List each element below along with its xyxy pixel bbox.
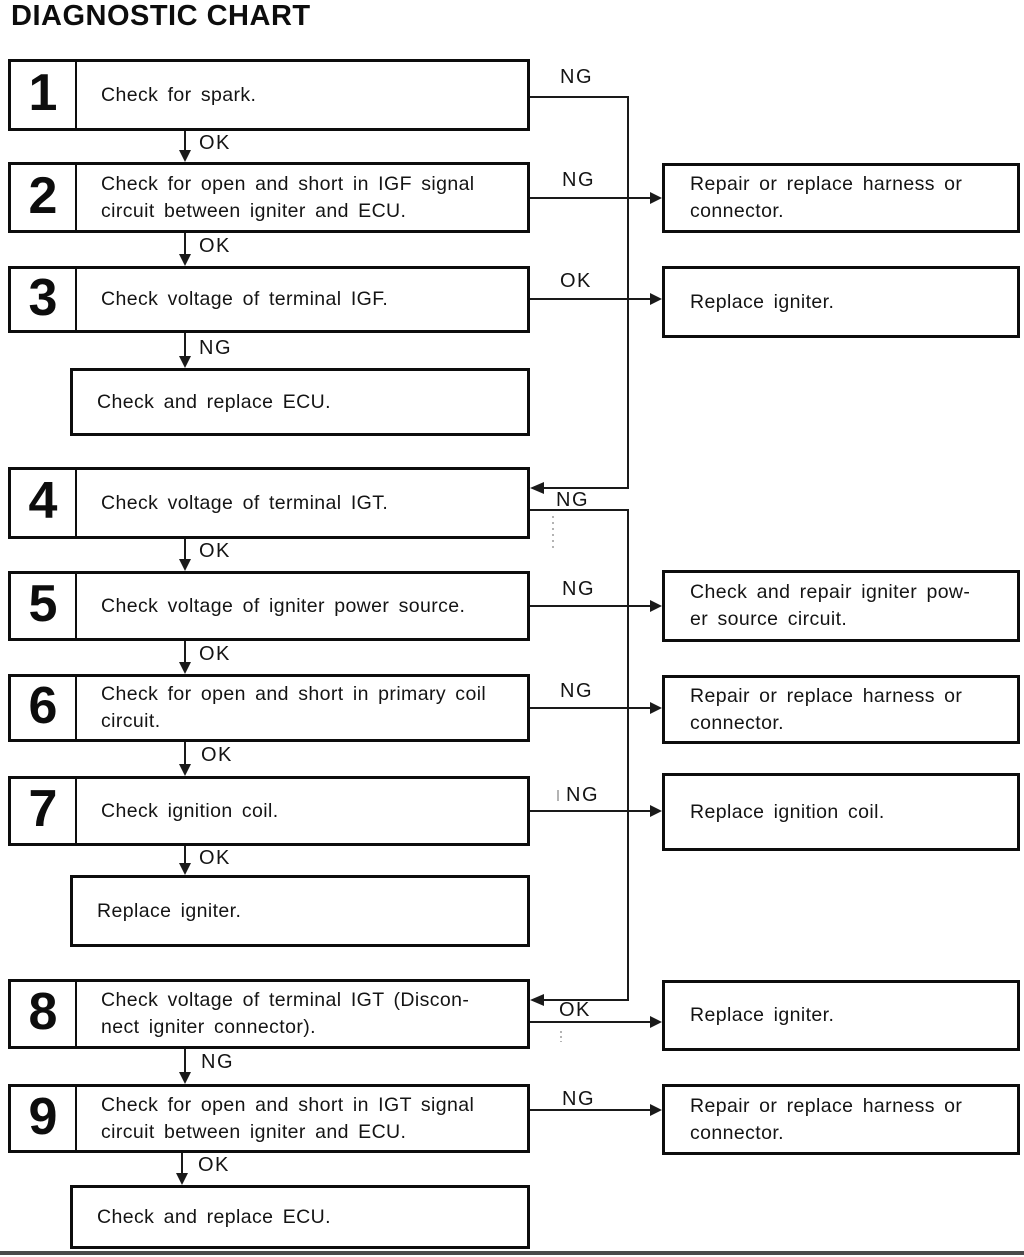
- edge-label-step5-ng: NG: [562, 578, 595, 600]
- edge-label-step7-ng: NG: [566, 784, 599, 806]
- edge-label-step2-ok: OK: [199, 235, 231, 257]
- edge-label-step9-ok: OK: [198, 1154, 230, 1176]
- action-text: Repair or replace harness or connector.: [690, 1094, 963, 1144]
- arrowhead-step8-ng: [179, 1072, 191, 1084]
- edge-label-step7-ok: OK: [199, 847, 231, 869]
- step-number: 8: [11, 982, 77, 1046]
- step-box-3: 3 Check voltage of terminal IGF.: [8, 266, 530, 333]
- page-bottom-rule: [0, 1251, 1024, 1255]
- page-title: DIAGNOSTIC CHART: [11, 0, 311, 32]
- step-text: Check voltage of terminal IGT.: [101, 491, 389, 514]
- arrowhead-step3-ok: [650, 293, 662, 305]
- arrowhead-step2-ng: [650, 192, 662, 204]
- arrowhead-step1-ok: [179, 150, 191, 162]
- arrowhead-step7-ok: [179, 863, 191, 875]
- edge-label-step6-ok: OK: [201, 744, 233, 766]
- step-text: Check for open and short in IGT signal c…: [101, 1093, 475, 1143]
- arrowhead-step6-ng: [650, 702, 662, 714]
- action-text: Replace igniter.: [690, 290, 835, 313]
- edge-label-step8-ok: OK: [559, 999, 591, 1021]
- action-text: Repair or replace harness or connector.: [690, 173, 963, 222]
- step-box-8: 8 Check voltage of terminal IGT (Discon-…: [8, 979, 530, 1049]
- step-text: Check voltage of terminal IGT (Discon- n…: [101, 989, 470, 1038]
- step-box-2: 2 Check for open and short in IGF signal…: [8, 162, 530, 233]
- action-repair-harness-igf: Repair or replace harness or connector.: [662, 163, 1020, 233]
- arrowhead-step6-ok: [179, 764, 191, 776]
- action-text: Repair or replace harness or connector.: [690, 684, 963, 734]
- terminal-text: Replace igniter.: [97, 899, 242, 922]
- action-replace-igniter-igf: Replace igniter.: [662, 266, 1020, 338]
- terminal-replace-igniter: Replace igniter.: [70, 875, 530, 947]
- action-repair-power-source: Check and repair igniter pow- er source …: [662, 570, 1020, 642]
- step-box-6: 6 Check for open and short in primary co…: [8, 674, 530, 742]
- step-number: 2: [11, 165, 77, 230]
- edge-label-step4-ng: NG: [556, 489, 589, 511]
- action-repair-harness-igt: Repair or replace harness or connector.: [662, 1084, 1020, 1155]
- arrowhead-step9-ng: [650, 1104, 662, 1116]
- step-text: Check for open and short in IGF signal c…: [101, 172, 475, 222]
- action-text: Check and repair igniter pow- er source …: [690, 581, 971, 630]
- step-text: Check ignition coil.: [101, 799, 279, 822]
- arrowhead-into-step4: [530, 482, 544, 494]
- action-text: Replace igniter.: [690, 1004, 835, 1026]
- step-number: 5: [11, 574, 77, 638]
- arrowhead-step3-ng: [179, 356, 191, 368]
- edge-label-step5-ok: OK: [199, 643, 231, 665]
- step-number: 6: [11, 677, 77, 739]
- edge-label-step3-ok: OK: [560, 270, 592, 292]
- edge-label-step4-ok: OK: [199, 540, 231, 562]
- arrowhead-step7-ng: [650, 805, 662, 817]
- step-box-1: 1 Check for spark.: [8, 59, 530, 131]
- step-box-4: 4 Check voltage of terminal IGT.: [8, 467, 530, 539]
- edge-label-step3-ng: NG: [199, 337, 232, 359]
- arrowhead-into-step8: [530, 994, 544, 1006]
- step-number: 4: [11, 470, 77, 536]
- edge-step1-ng-path: [530, 96, 629, 489]
- edge-label-step6-ng: NG: [560, 680, 593, 702]
- edge-label-step1-ok: OK: [199, 132, 231, 154]
- arrowhead-step2-ok: [179, 254, 191, 266]
- arrowhead-step8-ok: [650, 1016, 662, 1028]
- action-text: Replace ignition coil.: [690, 800, 885, 823]
- step-number: 9: [11, 1087, 77, 1150]
- step-number: 1: [11, 62, 77, 128]
- step-number: 3: [11, 269, 77, 330]
- step-text: Check for open and short in primary coil…: [101, 683, 487, 732]
- terminal-text: Check and replace ECU.: [97, 390, 331, 413]
- action-replace-igniter-igt: Replace igniter.: [662, 980, 1020, 1051]
- action-repair-harness-coil: Repair or replace harness or connector.: [662, 675, 1020, 744]
- terminal-check-replace-ecu-bottom: Check and replace ECU.: [70, 1185, 530, 1249]
- step-number: 7: [11, 779, 77, 843]
- arrowhead-step4-ok: [179, 559, 191, 571]
- step-text: Check voltage of igniter power source.: [101, 594, 466, 617]
- arrowhead-step5-ok: [179, 662, 191, 674]
- action-replace-ignition-coil: Replace ignition coil.: [662, 773, 1020, 851]
- edge-label-step2-ng: NG: [562, 169, 595, 191]
- edge-label-step8-ng: NG: [201, 1051, 234, 1073]
- edge-label-step9-ng: NG: [562, 1088, 595, 1110]
- edge-label-step1-ng: NG: [560, 66, 593, 88]
- terminal-text: Check and replace ECU.: [97, 1205, 331, 1228]
- step-text: Check voltage of terminal IGF.: [101, 288, 389, 310]
- step-text: Check for spark.: [101, 83, 257, 106]
- step-box-9: 9 Check for open and short in IGT signal…: [8, 1084, 530, 1153]
- edge-step4-ng-path: [530, 509, 629, 1001]
- step-box-5: 5 Check voltage of igniter power source.: [8, 571, 530, 641]
- step-box-7: 7 Check ignition coil.: [8, 776, 530, 846]
- arrowhead-step5-ng: [650, 600, 662, 612]
- arrowhead-step9-ok: [176, 1173, 188, 1185]
- terminal-check-replace-ecu-top: Check and replace ECU.: [70, 368, 530, 436]
